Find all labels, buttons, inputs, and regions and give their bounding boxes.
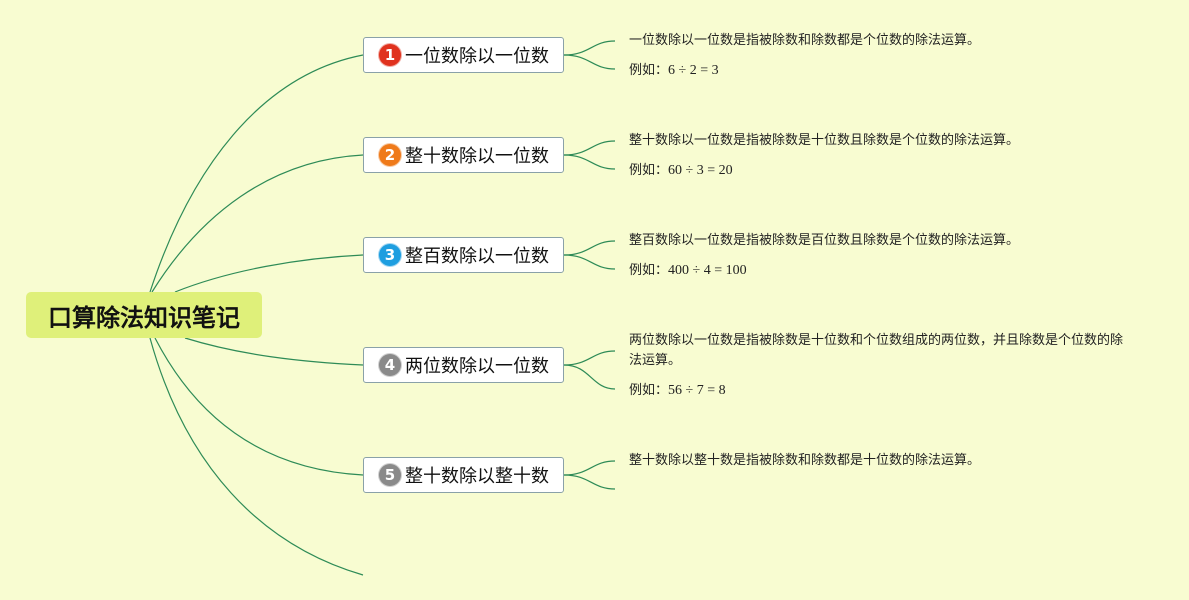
topic-2-example-prefix: 例如： [629, 163, 669, 178]
connector-root-topic-2 [151, 154, 364, 293]
connector-root-topic-3 [174, 254, 364, 293]
topic-4-example-value: 56 ÷ 7 = 8 [668, 383, 726, 398]
number-4-badge-icon: 4 [378, 353, 402, 377]
topic-1-label: 一位数除以一位数 [405, 46, 549, 67]
topic-3[interactable]: 3 整百数除以一位数 [363, 237, 564, 273]
topic-3-label: 整百数除以一位数 [405, 246, 549, 267]
connector-topic-4-desc [563, 350, 616, 366]
topic-4-example-prefix: 例如： [629, 383, 669, 398]
topic-3-description: 整百数除以一位数是指被除数是百位数且除数是个位数的除法运算。 [629, 233, 1020, 248]
connector-topic-3-desc [563, 240, 616, 256]
topic-4-description: 两位数除以一位数是指被除数是十位数和个位数组成的两位数，并且除数是个位数的除法运… [629, 333, 1124, 368]
connector-root-topic-5 [154, 337, 364, 476]
connector-root-extra [149, 337, 364, 576]
topic-5[interactable]: 5 整十数除以整十数 [363, 457, 564, 493]
connector-root-topic-4 [184, 337, 364, 366]
number-1-badge-icon: 1 [378, 43, 402, 67]
topic-1-example-prefix: 例如： [629, 63, 669, 78]
topic-5-label: 整十数除以整十数 [405, 466, 549, 487]
topic-3-example-prefix: 例如： [629, 263, 669, 278]
connector-topic-5-extra [563, 474, 616, 490]
topic-5-description: 整十数除以整十数是指被除数和除数都是十位数的除法运算。 [629, 453, 981, 468]
topic-1-example: 例如：6 ÷ 2 = 3 [629, 61, 719, 81]
root-title: 口算除法知识笔记 [48, 303, 240, 332]
topic-1-description: 一位数除以一位数是指被除数和除数都是个位数的除法运算。 [629, 33, 981, 48]
topic-4-example: 例如：56 ÷ 7 = 8 [629, 381, 726, 401]
connector-topic-2-desc [563, 140, 616, 156]
connector-topic-2-example [563, 154, 616, 170]
number-3-badge-icon: 3 [378, 243, 402, 267]
topic-3-example: 例如：400 ÷ 4 = 100 [629, 261, 747, 281]
topic-2-label: 整十数除以一位数 [405, 146, 549, 167]
number-2-badge-icon: 2 [378, 143, 402, 167]
topic-4[interactable]: 4 两位数除以一位数 [363, 347, 564, 383]
topic-2[interactable]: 2 整十数除以一位数 [363, 137, 564, 173]
topic-2-description: 整十数除以一位数是指被除数是十位数且除数是个位数的除法运算。 [629, 133, 1020, 148]
connector-topic-3-example [563, 254, 616, 270]
number-5-badge-icon: 5 [378, 463, 402, 487]
connector-root-topic-1 [149, 54, 364, 293]
topic-1[interactable]: 1 一位数除以一位数 [363, 37, 564, 73]
topic-1-example-value: 6 ÷ 2 = 3 [668, 63, 719, 78]
connector-topic-1-example [563, 54, 616, 70]
topic-2-example: 例如：60 ÷ 3 = 20 [629, 161, 733, 181]
topic-4-label: 两位数除以一位数 [405, 356, 549, 377]
topic-2-example-value: 60 ÷ 3 = 20 [668, 163, 733, 178]
topic-3-example-value: 400 ÷ 4 = 100 [668, 263, 747, 278]
root-topic[interactable]: 口算除法知识笔记 [26, 292, 262, 338]
connector-topic-1-desc [563, 40, 616, 56]
connector-topic-5-desc [563, 460, 616, 476]
connector-topic-4-example [563, 364, 616, 390]
